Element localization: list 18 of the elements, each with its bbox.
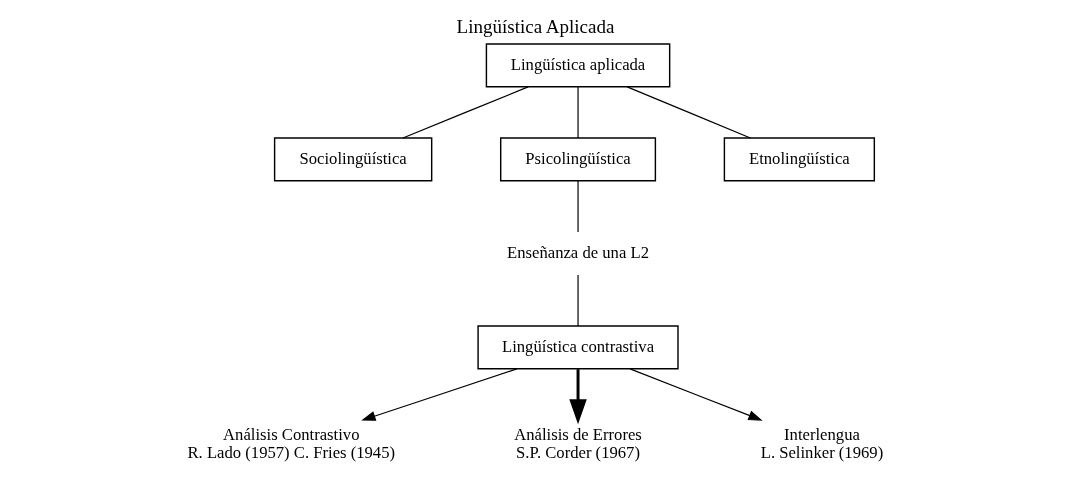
node-box: Lingüística contrastiva	[476, 325, 679, 370]
node-box: Psicolingüística	[499, 137, 656, 182]
node-text: Enseñanza de una L2	[506, 242, 649, 262]
node-text: Análisis de Errores S.P. Corder (1967)	[513, 425, 642, 463]
arrow	[568, 369, 587, 425]
connector	[401, 86, 529, 139]
node-box: Sociolingüística	[273, 137, 432, 182]
connector	[576, 274, 579, 327]
connector	[576, 86, 579, 139]
arrow	[360, 368, 517, 421]
node-text: Interlengua L. Selinker (1969)	[760, 425, 883, 463]
node-box: Lingüística aplicada	[485, 43, 670, 88]
node-box: Etnolingüística	[723, 137, 875, 182]
connector	[626, 86, 751, 139]
node-text: Análisis Contrastivo R. Lado (1957) C. Fries (1945)	[187, 425, 395, 463]
diagram-title: Lingüística Aplicada	[456, 16, 614, 38]
connector	[576, 180, 579, 233]
arrow	[628, 368, 763, 421]
